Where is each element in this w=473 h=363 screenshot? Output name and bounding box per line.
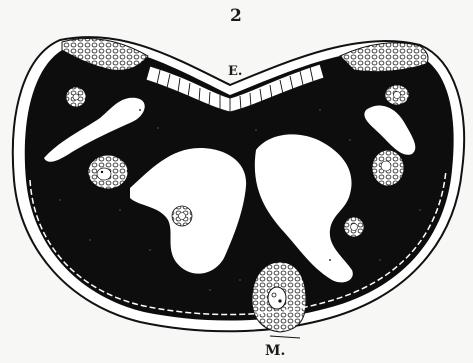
figure-number: 2 bbox=[230, 6, 242, 26]
label-epithelium: E. bbox=[228, 64, 242, 79]
gland-cluster-3 bbox=[172, 206, 192, 226]
gland-cluster-4 bbox=[385, 85, 409, 105]
gland-cluster-6 bbox=[344, 217, 364, 237]
bottom-nucleus bbox=[268, 287, 286, 309]
gland-cluster-1 bbox=[66, 87, 86, 107]
label-mass: M. bbox=[265, 343, 285, 359]
bottom-pointer-line bbox=[270, 336, 300, 338]
gland-cluster-2 bbox=[88, 155, 128, 189]
gland-cluster-5 bbox=[372, 150, 404, 186]
